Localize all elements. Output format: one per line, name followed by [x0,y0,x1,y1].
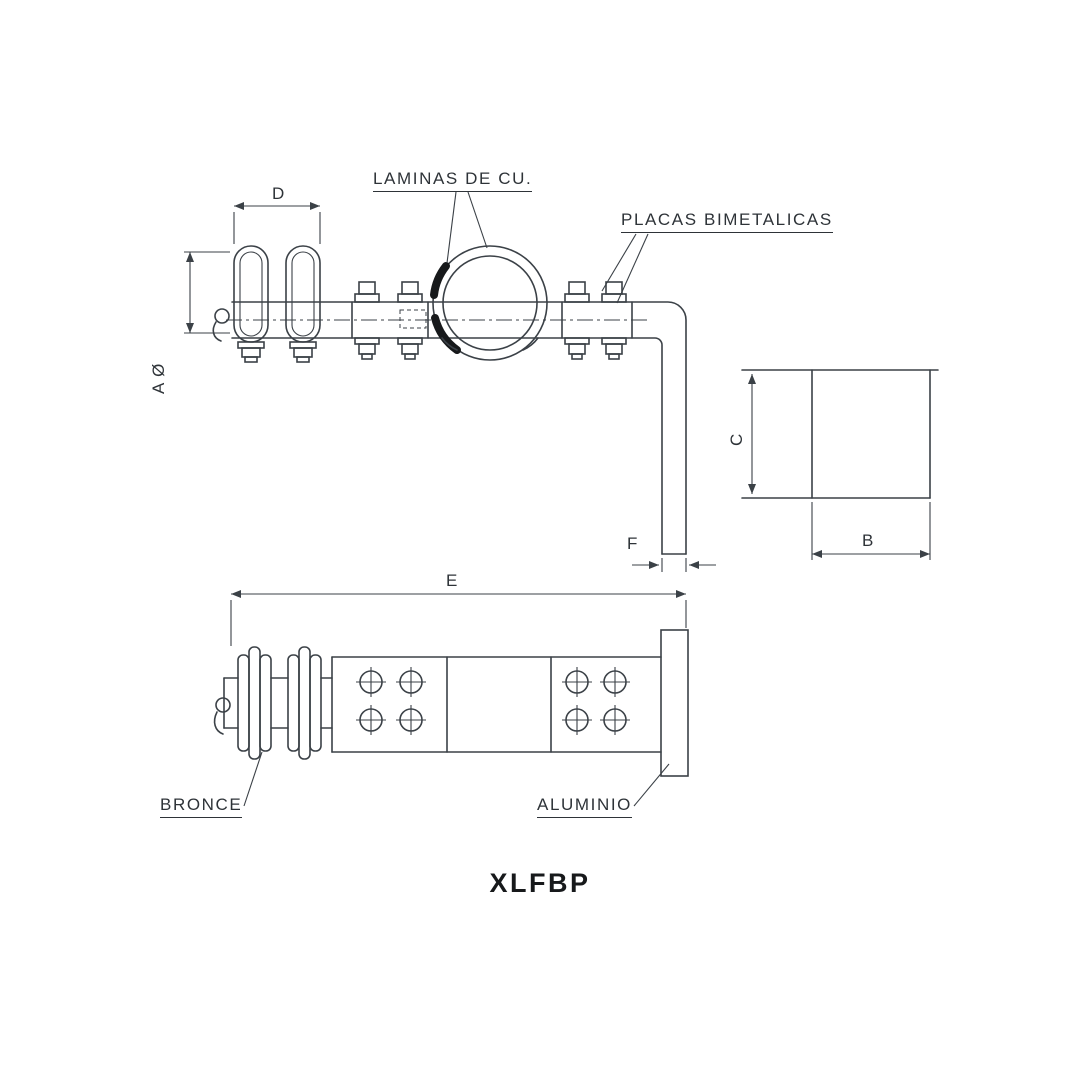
dim-a-diameter [184,251,230,334]
callout-leaders-bottom [243,751,670,807]
clamp-side [212,245,321,363]
dim-label-e: E [446,571,459,590]
callout-bronce: BRONCE [160,795,243,818]
dim-label-f: F [627,534,639,553]
plan-body [331,656,662,753]
part-number-title: XLFBP [489,868,591,898]
plan-bolts [356,667,630,735]
copper-loop [430,245,548,361]
side-view [184,191,939,572]
plan-clamp [213,646,333,760]
dim-d [233,202,321,244]
dim-e [230,590,687,646]
callout-aluminio: ALUMINIO [537,795,632,818]
pad-side-profile [741,369,939,499]
dim-label-b: B [862,531,875,550]
dim-label-c: C [727,432,746,446]
callout-placas-bimetalicas: PLACAS BIMETALICAS [621,210,833,233]
dim-b [811,502,931,560]
dim-label-a-diameter: A Ø [149,362,168,394]
dim-label-d: D [272,184,286,203]
callout-leaders-top [446,191,649,304]
dim-f [632,558,716,572]
bolts-side [354,281,627,360]
plan-end-plate [660,629,689,777]
plan-view [213,590,689,807]
callout-laminas-de-cu: LAMINAS DE CU. [373,169,533,192]
